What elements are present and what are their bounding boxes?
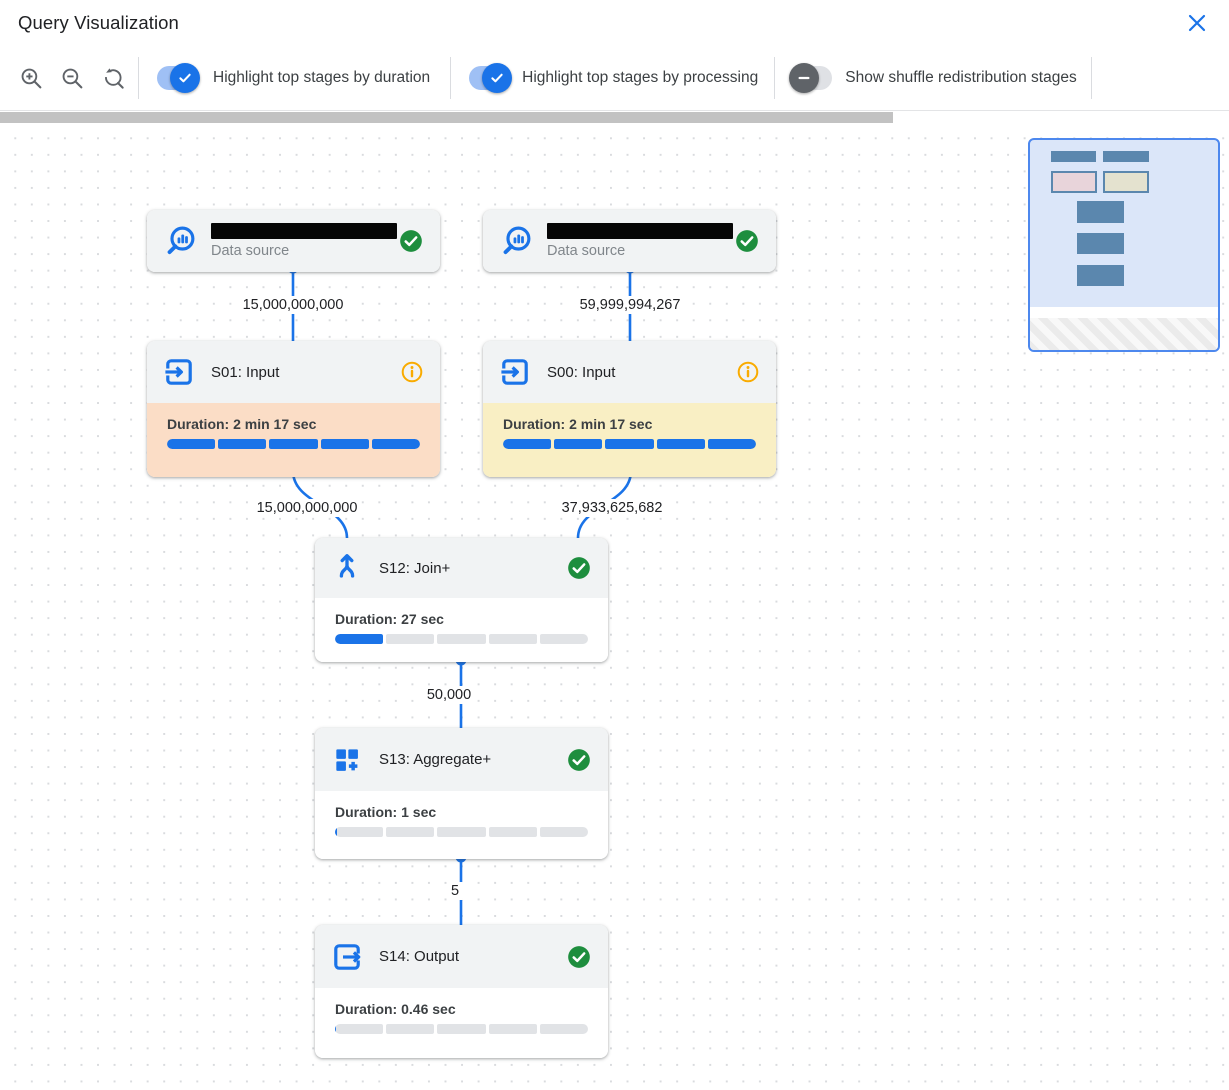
- duration-label: Duration: 2 min 17 sec: [167, 416, 317, 432]
- redacted-table-name: [547, 223, 733, 239]
- toggle-minus-icon: [789, 63, 820, 93]
- toggle-check-icon: [482, 63, 513, 93]
- input-icon: [499, 356, 531, 388]
- minimap-node: [1051, 151, 1096, 162]
- stage-progress-bar: [167, 439, 421, 449]
- stage-progress-bar: [335, 1024, 589, 1034]
- stage-progress-bar: [503, 439, 757, 449]
- close-button[interactable]: [1185, 11, 1209, 35]
- toolbar-divider: [138, 57, 139, 99]
- toolbar-divider: [450, 57, 452, 99]
- toggle-duration-label: Highlight top stages by duration: [213, 69, 431, 86]
- minimap[interactable]: [1028, 138, 1220, 352]
- minimap-node: [1103, 151, 1149, 162]
- data-source-node-1[interactable]: Data source: [147, 210, 440, 272]
- stage-title: S01: Input: [211, 363, 280, 381]
- highlight-processing-toggle[interactable]: [469, 63, 513, 93]
- duration-label: Duration: 27 sec: [335, 611, 444, 627]
- toggle-duration-wrap: Highlight top stages by duration: [157, 63, 431, 93]
- minimap-node-highlight-processing: [1103, 171, 1149, 193]
- success-icon: [566, 747, 592, 773]
- stage-node-s00[interactable]: S00: Input Duration: 2 min 17 sec: [483, 341, 776, 477]
- toggle-shuffle-label: Show shuffle redistribution stages: [845, 69, 1077, 86]
- success-icon: [734, 228, 760, 254]
- stage-title: S12: Join+: [379, 559, 451, 577]
- edge-row-count: 37,933,625,682: [557, 499, 667, 517]
- stage-duration-section: Duration: 0.46 sec: [315, 988, 608, 1058]
- minimap-node-highlight-duration: [1051, 171, 1097, 193]
- stage-progress-bar: [335, 827, 589, 837]
- stage-node-s01[interactable]: S01: Input Duration: 2 min 17 sec: [147, 341, 440, 477]
- zoom-out-icon: [60, 66, 85, 91]
- data-source-icon: [163, 224, 197, 258]
- duration-label: Duration: 0.46 sec: [335, 1001, 456, 1017]
- zoom-in-button[interactable]: [18, 65, 44, 91]
- zoom-reset-button[interactable]: [100, 65, 126, 91]
- stage-node-s13[interactable]: S13: Aggregate+ Duration: 1 sec: [315, 728, 608, 859]
- join-icon: [331, 552, 363, 584]
- toolbar: Highlight top stages by duration Highlig…: [0, 46, 1229, 111]
- edge-row-count: 15,000,000,000: [252, 499, 362, 517]
- aggregate-icon: [331, 744, 363, 776]
- toggle-shuffle-wrap: Show shuffle redistribution stages: [789, 63, 1077, 93]
- redacted-table-name: [211, 223, 397, 239]
- highlight-duration-toggle[interactable]: [157, 63, 200, 93]
- success-icon: [566, 944, 592, 970]
- minimap-node: [1077, 265, 1124, 286]
- stage-title: S14: Output: [379, 948, 460, 965]
- success-icon: [566, 555, 592, 581]
- graph-canvas[interactable]: 15,000,000,000 59,999,994,267 15,000,000…: [0, 124, 1229, 1090]
- stage-duration-section: Duration: 2 min 17 sec: [483, 403, 776, 477]
- duration-label: Duration: 1 sec: [335, 804, 437, 820]
- stage-title: S13: Aggregate+: [379, 751, 492, 768]
- data-source-node-2[interactable]: Data source: [483, 210, 776, 272]
- toolbar-divider: [774, 57, 776, 99]
- edge-row-count: 15,000,000,000: [238, 296, 348, 314]
- toggle-check-icon: [170, 63, 200, 93]
- data-source-icon: [499, 224, 533, 258]
- close-icon: [1186, 12, 1208, 34]
- horizontal-scrollbar: [0, 111, 1229, 124]
- toggle-processing-wrap: Highlight top stages by processing: [469, 63, 759, 93]
- zoom-out-button[interactable]: [59, 65, 85, 91]
- duration-label: Duration: 2 min 17 sec: [503, 416, 653, 432]
- dialog-header: Query Visualization: [0, 0, 1229, 46]
- toolbar-divider: [1090, 57, 1092, 99]
- stage-progress-bar: [335, 634, 589, 644]
- show-shuffle-toggle[interactable]: [789, 63, 833, 93]
- success-icon: [398, 228, 424, 254]
- stage-duration-section: Duration: 27 sec: [315, 598, 608, 662]
- zoom-in-icon: [19, 66, 44, 91]
- stage-duration-section: Duration: 1 sec: [315, 791, 608, 859]
- minimap-outside-area: [1030, 318, 1218, 350]
- stage-node-s14[interactable]: S14: Output Duration: 0.46 sec: [315, 925, 608, 1058]
- minimap-node: [1077, 233, 1124, 254]
- stage-title: S00: Input: [547, 363, 616, 381]
- stage-duration-section: Duration: 2 min 17 sec: [147, 403, 440, 477]
- page-title: Query Visualization: [18, 12, 179, 33]
- edge-row-count: 50,000: [422, 686, 476, 704]
- info-icon[interactable]: [400, 360, 424, 384]
- stage-node-s12[interactable]: S12: Join+ Duration: 27 sec: [315, 538, 608, 662]
- edge-row-count: 5: [446, 882, 464, 900]
- edge-row-count: 59,999,994,267: [575, 296, 685, 314]
- zoom-reset-icon: [101, 66, 126, 91]
- data-source-label: Data source: [211, 243, 290, 259]
- info-icon[interactable]: [736, 360, 760, 384]
- minimap-gap: [1030, 307, 1218, 318]
- minimap-node: [1077, 201, 1124, 223]
- input-icon: [163, 356, 195, 388]
- toggle-processing-label: Highlight top stages by processing: [522, 69, 759, 86]
- data-source-label: Data source: [547, 243, 626, 259]
- scrollbar-thumb[interactable]: [0, 112, 893, 123]
- output-icon: [331, 941, 363, 973]
